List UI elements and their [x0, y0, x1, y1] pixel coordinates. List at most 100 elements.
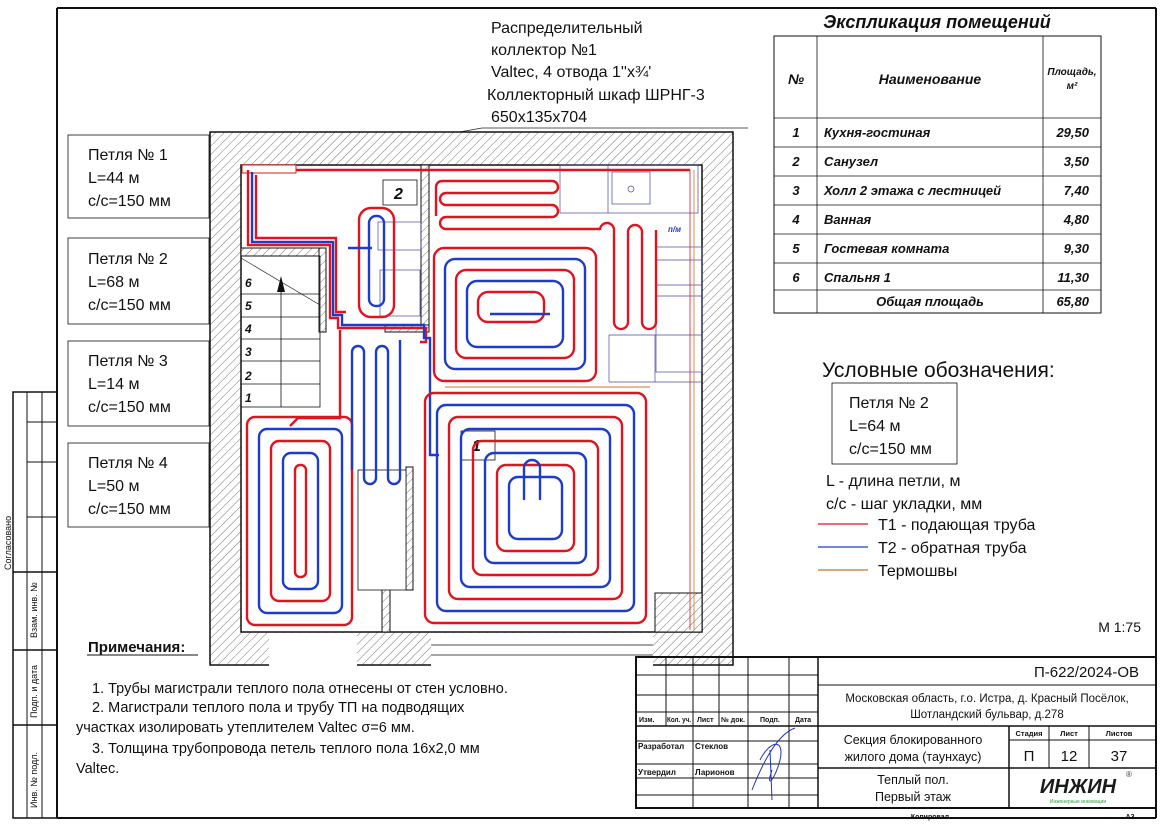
loop-callouts: Петля № 1 L=44 м c/c=150 мм Петля № 2 L=…: [67, 134, 461, 568]
cell-name: Спальня 1: [824, 270, 891, 285]
note-line: участках изолировать утеплителем Valtec …: [76, 720, 415, 736]
loop-title: Петля № 1: [88, 147, 168, 164]
cell-num: 3: [792, 183, 800, 198]
loop-step: c/c=150 мм: [88, 193, 171, 210]
collector-callout: Распределительный коллектор №1 Valtec, 4…: [289, 20, 748, 163]
stamp-agreed: Согласовано: [3, 516, 13, 570]
drawing-code: П-622/2024-ОВ: [1034, 664, 1139, 681]
address-line: Шотландский бульвар, д.278: [910, 709, 1063, 721]
developed-name: Стеклов: [695, 742, 728, 751]
loop-2-pipes: [432, 179, 658, 383]
sheets-value: 37: [1111, 748, 1128, 765]
loop-length: L=50 м: [88, 478, 139, 495]
sheets-header: Листов: [1106, 729, 1133, 738]
header-area-unit: м²: [1067, 81, 1078, 92]
legend-step-def: c/c - шаг укладки, мм: [826, 496, 982, 513]
total-area: 65,80: [1056, 294, 1089, 309]
loop-length: L=68 м: [88, 274, 139, 291]
side-stamp: Согласовано Взам. инв. № Подп. и дата Ин…: [3, 391, 58, 819]
cell-num: 1: [792, 125, 799, 140]
cell-num: 4: [791, 212, 800, 227]
loop-callout-4: Петля № 4 L=50 м c/c=150 мм: [67, 442, 461, 568]
collector-line: коллектор №1: [491, 42, 597, 59]
address-line: Московская область, г.о. Истра, д. Красн…: [845, 693, 1128, 705]
loop-length: L=14 м: [88, 376, 139, 393]
legend-label: Термошвы: [878, 563, 957, 580]
loop-step: c/c=150 мм: [88, 399, 171, 416]
legend-sample-step: c/c=150 мм: [849, 441, 932, 458]
loop-title: Петля № 4: [88, 455, 168, 472]
loop-1-pipes: [423, 391, 648, 625]
logo-text: ИНЖИН: [1040, 776, 1117, 798]
title-block: Изм. Кол. уч. Лист № док. Подп. Дата Раз…: [635, 656, 1157, 821]
format-label: А3: [1126, 814, 1135, 821]
pipe-ring: [459, 427, 612, 589]
loop-length: L=44 м: [88, 170, 139, 187]
dishwasher-label: п/м: [668, 225, 681, 234]
pipe-ring: [507, 475, 564, 541]
table-row: 1 Кухня-гостиная 29,50: [792, 125, 1089, 140]
header-num: №: [788, 71, 804, 87]
approved-label: Утвердил: [638, 768, 676, 777]
explication-title: Экспликация помещений: [823, 12, 1050, 32]
grid-header: Изм.: [639, 717, 655, 724]
pipe-ring: [423, 391, 648, 625]
approved-name: Ларионов: [695, 768, 735, 777]
legend-sample-title: Петля № 2: [849, 395, 929, 412]
table-row: 6 Спальня 1 11,30: [792, 270, 1089, 285]
stair-step: 3: [245, 345, 252, 359]
stair-arrow-icon: [277, 276, 285, 292]
loop-callout-1: Петля № 1 L=44 м c/c=150 мм: [67, 134, 351, 219]
grid-header: Кол. уч.: [667, 717, 691, 724]
company-logo: ИНЖИН ® Инженерные инновации: [1040, 770, 1132, 805]
object-name: Секция блокированного: [844, 733, 983, 747]
cell-area: 4,80: [1063, 212, 1090, 227]
legend-label: Т2 - обратная труба: [878, 540, 1027, 557]
note-line: Valtec.: [76, 761, 119, 777]
developed-label: Разработал: [638, 742, 684, 751]
stamp-inv-original: Инв. № подл.: [29, 752, 39, 808]
cell-name: Кухня-гостиная: [824, 125, 931, 140]
collector-line: Valtec, 4 отвода 1''x¾': [491, 64, 651, 81]
grid-header: № док.: [721, 716, 745, 724]
staircase: 6 5 4 3 2 1: [240, 255, 321, 408]
stair-step: 4: [244, 322, 252, 336]
pipe-ring: [471, 439, 600, 577]
table-row: 5 Гостевая комната 9,30: [792, 241, 1089, 256]
legend-title: Условные обозначения:: [822, 359, 1055, 382]
bathroom-loop-pipes: [348, 206, 396, 319]
pipe-ring: [495, 463, 576, 553]
grid-header: Дата: [795, 717, 811, 724]
loop-title: Петля № 2: [88, 251, 168, 268]
loop-callout-3: Петля № 3 L=14 м c/c=150 мм: [67, 340, 341, 441]
legend-length-def: L - длина петли, м: [826, 473, 960, 490]
logo-subtitle: Инженерные инновации: [1050, 799, 1106, 805]
cell-name: Гостевая комната: [824, 241, 949, 256]
cell-area: 29,50: [1055, 125, 1089, 140]
cell-area: 9,30: [1064, 241, 1090, 256]
cell-area: 11,30: [1057, 270, 1089, 285]
signature: [751, 727, 796, 801]
loop-step: c/c=150 мм: [88, 297, 171, 314]
stamp-sign-date: Подп. и дата: [29, 665, 39, 718]
object-name: жилого дома (таунхаус): [845, 750, 982, 764]
grid-header: Лист: [697, 717, 714, 724]
loop-3-pipes: [350, 340, 402, 486]
loop-4-pipes: [245, 415, 354, 627]
stamp-replace-inv: Взам. инв. №: [29, 582, 39, 638]
cell-num: 5: [792, 241, 800, 256]
grid-header: Подп.: [760, 717, 780, 724]
stair-step: 1: [245, 391, 252, 405]
cell-num: 6: [792, 270, 800, 285]
cell-name: Ванная: [824, 212, 872, 227]
total-label: Общая площадь: [876, 294, 984, 309]
header-name: Наименование: [879, 71, 982, 87]
cell-num: 2: [791, 154, 800, 169]
room-tag-2: 2: [393, 186, 403, 203]
stage-header: Стадия: [1015, 729, 1042, 738]
note-line: 3. Толщина трубопровода петель теплого п…: [92, 741, 480, 757]
sheet-header: Лист: [1060, 729, 1078, 738]
